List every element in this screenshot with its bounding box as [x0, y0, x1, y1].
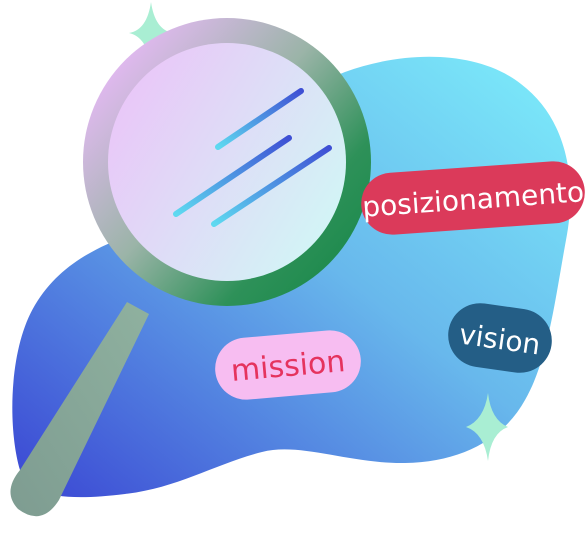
sparkle-icon	[129, 2, 173, 66]
vision-pill: vision	[448, 303, 552, 373]
lens-shine-line	[173, 135, 292, 217]
positioning-pill: posizionamento	[361, 161, 585, 235]
lens-shine-line	[211, 145, 332, 227]
mission-pill: mission	[215, 330, 361, 400]
magnifying-glass-handle	[10, 302, 150, 517]
lens-shine-line	[215, 88, 304, 150]
sparkle-icon	[466, 393, 508, 461]
